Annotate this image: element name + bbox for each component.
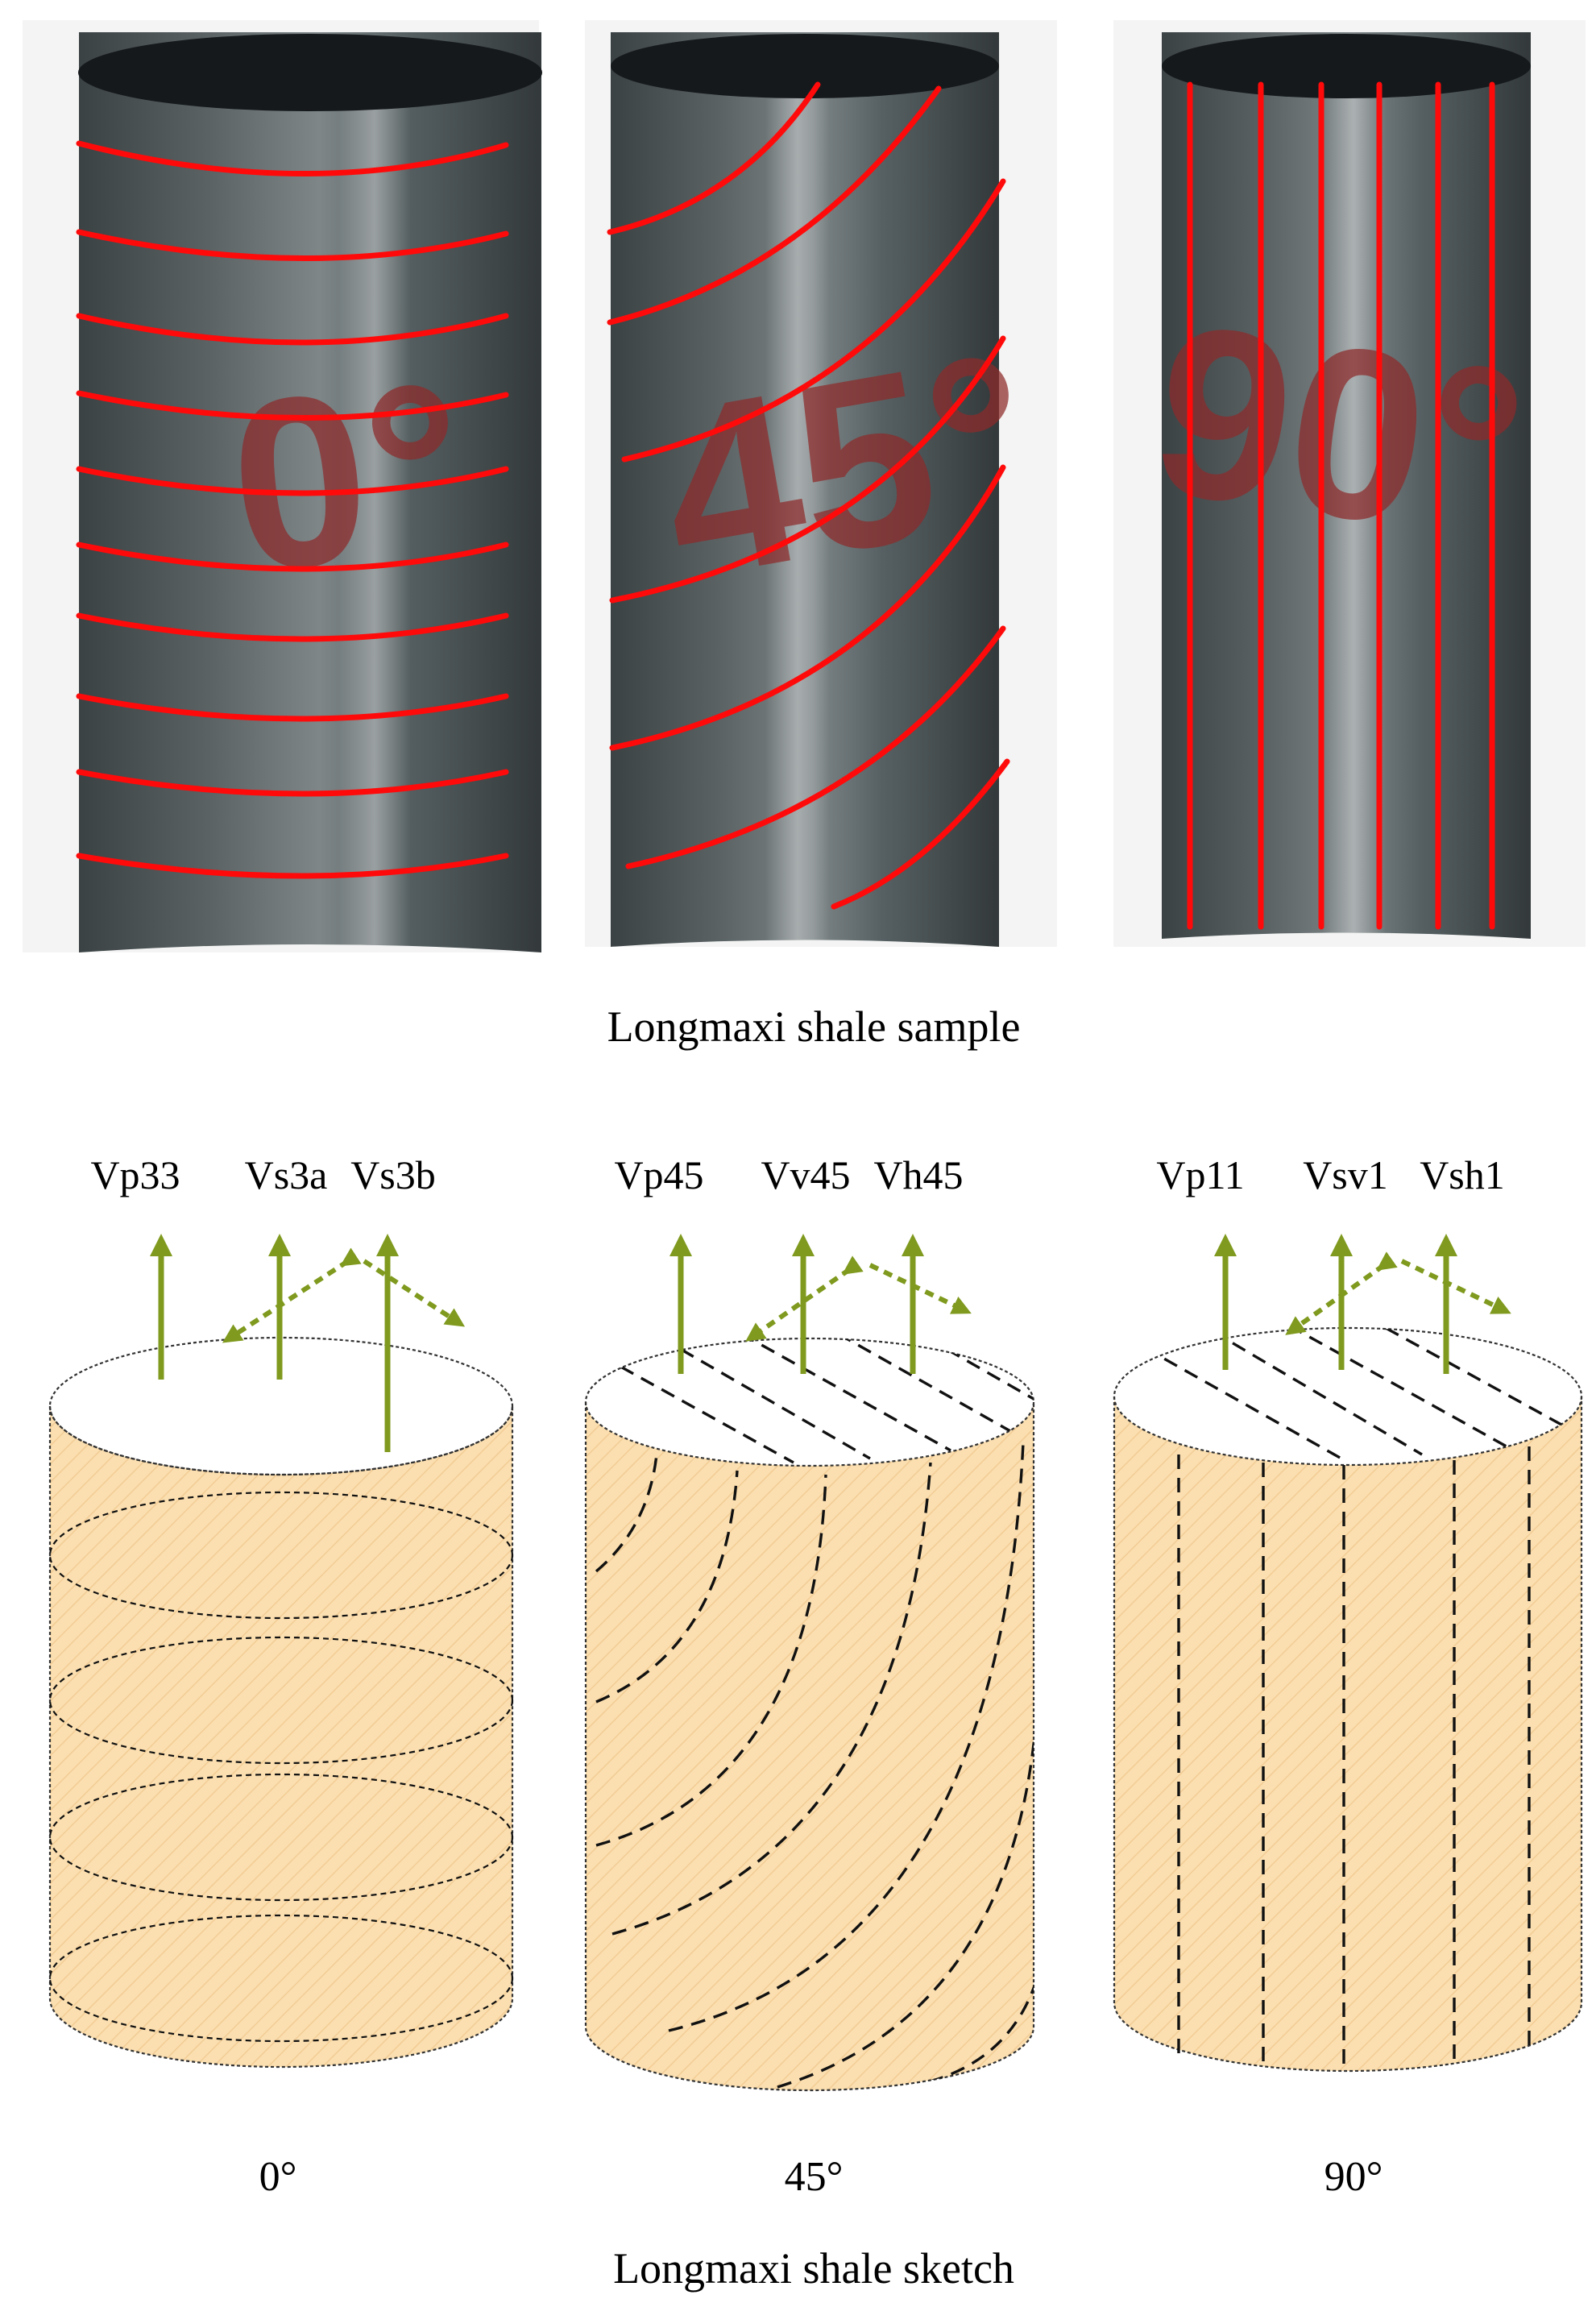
angle-label-0deg: 0°: [259, 2154, 297, 2200]
sample-top-face: [78, 34, 542, 111]
sketch-cylinder-0deg: [48, 1234, 514, 2069]
velocity-label-vs3b: Vs3b: [350, 1152, 436, 1197]
sample-photo-45deg: 45°: [585, 20, 1057, 947]
bedding-lines: [76, 140, 509, 879]
sample-photo-0deg: 0°: [23, 20, 542, 952]
sample-top-face: [611, 34, 999, 98]
side-bedding-traces: [595, 1442, 1034, 2089]
bedding-planes: [48, 1491, 514, 2043]
bedding-lines: [1187, 81, 1495, 930]
side-bedding-traces: [1177, 1446, 1531, 2071]
sketch-cylinder-90deg: [1113, 1234, 1583, 2073]
top-bedding-traces: [599, 1338, 1034, 1464]
sketch-cylinder-45deg: [584, 1234, 1035, 2092]
photos-caption: Longmaxi shale sample: [607, 1002, 1021, 1051]
double-headed-dashed-arrow-icon: [868, 1263, 972, 1314]
velocity-label-vp45: Vp45: [614, 1152, 703, 1197]
double-headed-dashed-arrow-icon: [222, 1247, 362, 1343]
velocity-label-vh45: Vh45: [873, 1152, 963, 1197]
double-headed-dashed-arrow-icon: [1285, 1251, 1398, 1335]
wave-arrows: [669, 1234, 972, 1374]
velocity-labels-45deg: Vp45 Vv45 Vh45: [614, 1152, 963, 1197]
double-headed-dashed-arrow-icon: [363, 1259, 466, 1327]
sketch-caption: Longmaxi shale sketch: [613, 2244, 1014, 2293]
double-headed-dashed-arrow-icon: [745, 1255, 864, 1342]
velocity-labels-0deg: Vp33 Vs3a Vs3b: [90, 1152, 435, 1197]
double-headed-dashed-arrow-icon: [1400, 1259, 1511, 1314]
velocity-labels-90deg: Vp11 Vsv1 Vsh1: [1156, 1152, 1504, 1197]
velocity-label-vsv1: Vsv1: [1303, 1152, 1388, 1197]
velocity-label-vsh1: Vsh1: [1420, 1152, 1505, 1197]
wave-arrows: [150, 1234, 466, 1452]
velocity-label-vp33: Vp33: [90, 1152, 180, 1197]
top-bedding-traces: [1143, 1328, 1580, 1460]
velocity-label-vv45: Vv45: [761, 1152, 850, 1197]
velocity-label-vs3a: Vs3a: [245, 1152, 328, 1197]
velocity-label-vp11: Vp11: [1156, 1152, 1244, 1197]
wave-arrows: [1214, 1234, 1511, 1374]
angle-label-90deg: 90°: [1324, 2154, 1383, 2200]
sample-photo-90deg: 90°: [1113, 20, 1586, 947]
sample-handwritten-label: 90°: [1139, 272, 1539, 591]
sample-top-face: [1162, 34, 1531, 98]
bedding-lines: [607, 81, 1010, 910]
angle-label-45deg: 45°: [785, 2154, 844, 2200]
sample-handwritten-label: 0°: [219, 330, 477, 623]
